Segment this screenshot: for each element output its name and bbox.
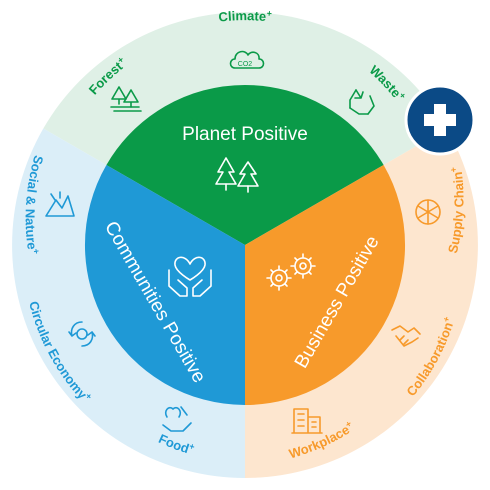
plus-badge-icon	[424, 104, 456, 136]
planet-positive-title: Planet Positive	[182, 124, 308, 145]
network-globe-icon	[415, 199, 441, 225]
svg-text:CO2: CO2	[238, 61, 253, 68]
segment-communities-positive	[84, 165, 246, 406]
plus-badge	[404, 84, 476, 156]
gears-icon	[266, 253, 316, 291]
landscape-icon	[45, 191, 75, 217]
circular-arrows-icon	[68, 321, 96, 347]
building-icon	[291, 408, 323, 434]
hands-heart-icon	[168, 256, 212, 297]
climate-label: Climate+	[218, 8, 273, 24]
segment-business-positive	[245, 165, 406, 405]
co2-cloud-icon: CO2	[229, 50, 265, 69]
recycle-icon	[349, 89, 375, 115]
trees-icon	[215, 157, 259, 193]
segment-planet-positive	[106, 84, 384, 245]
forest-icon	[110, 86, 142, 112]
handshake-icon	[391, 325, 421, 347]
food-hand-icon	[162, 406, 192, 432]
